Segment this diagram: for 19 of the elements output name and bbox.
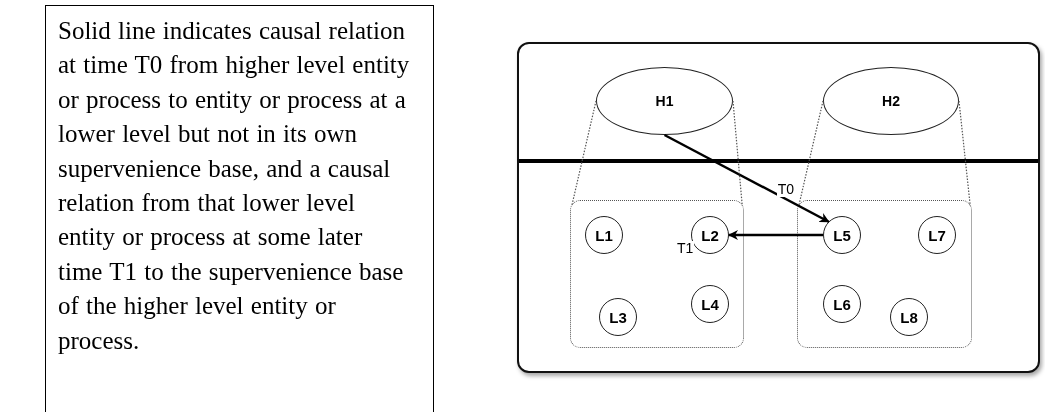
circle-node: L8 bbox=[890, 298, 928, 336]
arrow bbox=[728, 230, 823, 240]
dotted-connector-line bbox=[958, 100, 971, 207]
circle-node: L5 bbox=[823, 216, 861, 254]
edge-label: T1 bbox=[676, 241, 695, 256]
dotted-connector-line bbox=[798, 100, 824, 207]
circle-node: L7 bbox=[918, 216, 956, 254]
circle-node: L6 bbox=[823, 285, 861, 323]
description-text-box: Solid line indicates causal relation at time T0 from higher level entity or process to entity or process at a lower level but not in its own supervenience base, and a causal relation from that lower level entity or process at some later time T1 to the supervenience base of the higher level entity or process. bbox=[45, 5, 434, 412]
circle-node: L4 bbox=[691, 285, 729, 323]
diagram-panel bbox=[517, 42, 1040, 373]
circle-node: L3 bbox=[599, 298, 637, 336]
dotted-connector-line bbox=[571, 100, 597, 207]
circle-node: L2 bbox=[691, 216, 729, 254]
circle-node: L1 bbox=[585, 216, 623, 254]
arrow bbox=[663, 133, 830, 223]
ellipse-node: H2 bbox=[823, 67, 959, 135]
dotted-connector-line bbox=[732, 100, 743, 207]
ellipse-node: H1 bbox=[596, 67, 733, 135]
